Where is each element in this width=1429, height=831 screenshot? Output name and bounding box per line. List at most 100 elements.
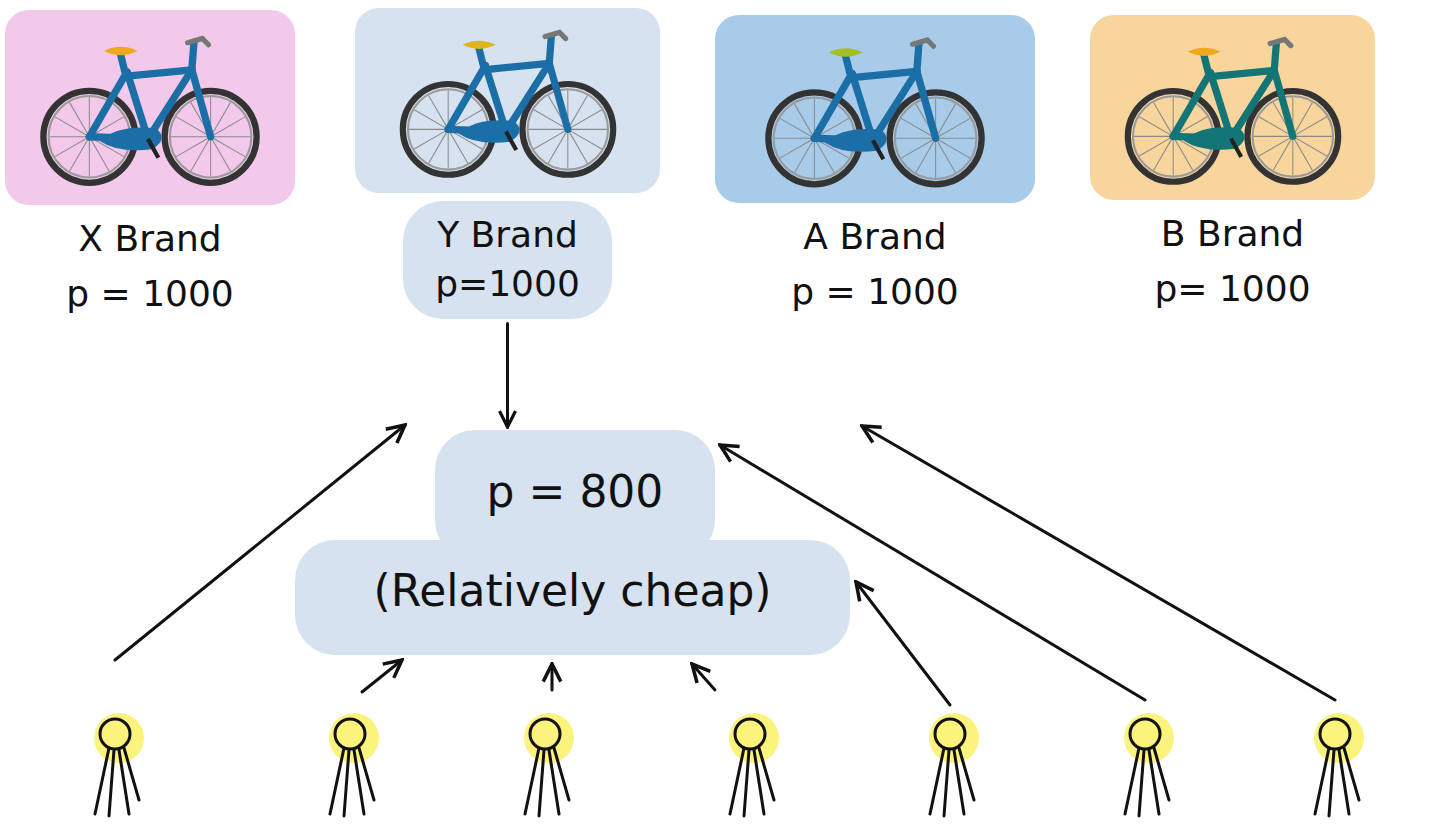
bicycle	[402, 32, 612, 174]
head	[530, 719, 560, 749]
spoke	[936, 118, 970, 138]
bicycle-picture	[1118, 25, 1348, 190]
spoke	[935, 138, 936, 178]
frame-tube	[1210, 70, 1274, 76]
bike-panel	[1090, 15, 1375, 200]
node-heading: p = 800	[487, 466, 664, 519]
spoke	[936, 138, 976, 139]
price-text: p = 1000	[66, 272, 234, 315]
leg	[1139, 750, 1144, 816]
saddle	[462, 41, 495, 49]
spoke	[1253, 136, 1292, 137]
frame-tube	[89, 72, 127, 137]
node-heading: A Brand	[803, 215, 946, 258]
bicycle	[1127, 39, 1337, 181]
bike-panel	[715, 15, 1035, 203]
spoke	[171, 136, 211, 137]
spoke	[176, 137, 210, 157]
spoke	[533, 129, 567, 149]
frame-tube	[917, 71, 936, 138]
bicycle	[43, 39, 256, 183]
handlebar	[913, 40, 934, 46]
frame-tube	[127, 70, 192, 76]
spoke	[1139, 136, 1173, 156]
spoke	[1134, 136, 1173, 137]
spoke	[567, 129, 587, 163]
frame-tube	[852, 71, 917, 77]
frame-tube	[485, 63, 549, 69]
leg	[539, 750, 544, 816]
stick-figure	[1124, 713, 1174, 816]
highlight-blob: Y Brandp=1000	[403, 201, 612, 319]
bubble-shape	[295, 430, 850, 655]
spoke	[55, 137, 89, 157]
arrow-connector	[506, 323, 509, 427]
frame-tube	[549, 63, 568, 129]
leg	[554, 748, 569, 800]
leg	[124, 748, 139, 800]
choice-arrow	[362, 660, 402, 692]
spoke	[409, 129, 448, 130]
pedal	[505, 131, 515, 150]
head	[335, 719, 365, 749]
spoke	[795, 104, 815, 138]
brand-texts: A Brand p = 1000	[715, 203, 1035, 313]
price-text: p= 1000	[1154, 267, 1310, 310]
spoke	[70, 102, 90, 136]
price-text: p=1000	[435, 262, 580, 305]
handlebar	[1270, 39, 1291, 45]
pedal	[873, 140, 883, 159]
spoke	[775, 138, 815, 139]
node-heading: X Brand	[78, 217, 221, 260]
leg	[109, 750, 114, 816]
choice-arrow	[551, 664, 554, 690]
stick-figure	[94, 713, 144, 816]
head	[1130, 719, 1160, 749]
bicycle-picture	[760, 25, 990, 193]
spoke	[936, 138, 956, 172]
frame-tube	[846, 57, 850, 74]
head	[935, 719, 965, 749]
spoke	[567, 110, 601, 130]
leg	[359, 748, 374, 800]
spoke	[211, 136, 251, 137]
frame-tube	[1274, 70, 1293, 136]
price-text: (Relatively cheap)	[373, 565, 771, 618]
saddle	[829, 48, 862, 56]
stick-figure	[1314, 713, 1364, 816]
leg	[730, 748, 744, 814]
handlebar	[188, 39, 209, 45]
bubble-texts: p = 800 (Relatively cheap)	[295, 430, 850, 618]
price-text: p = 1000	[791, 270, 959, 313]
price-bubble: p = 800 (Relatively cheap)	[295, 430, 850, 655]
frame-tube	[1204, 56, 1208, 73]
leg	[525, 748, 539, 814]
handlebar	[545, 32, 566, 38]
spoke	[1172, 136, 1173, 175]
people	[94, 713, 1364, 816]
frame-tube	[1173, 72, 1210, 136]
spoke	[901, 138, 935, 158]
node-heading: B Brand	[1161, 212, 1304, 255]
spoke	[814, 138, 815, 178]
brand-texts: X Brand p = 1000	[5, 205, 295, 315]
spoke	[414, 129, 448, 149]
leg	[1154, 748, 1169, 800]
frame-tube	[448, 65, 485, 129]
spoke	[211, 117, 245, 137]
stick-figure	[729, 713, 779, 816]
head	[1320, 719, 1350, 749]
frame-tube	[814, 73, 852, 138]
stick-figure	[524, 713, 574, 816]
bicycle-picture	[35, 20, 265, 195]
spoke	[1292, 136, 1293, 175]
spoke	[1258, 136, 1292, 156]
leg	[95, 748, 109, 814]
brand-card: A Brand p = 1000	[715, 15, 1035, 313]
leg	[744, 750, 749, 816]
pedal	[1230, 138, 1240, 157]
leg	[1329, 750, 1334, 816]
bike-panel	[355, 8, 660, 193]
